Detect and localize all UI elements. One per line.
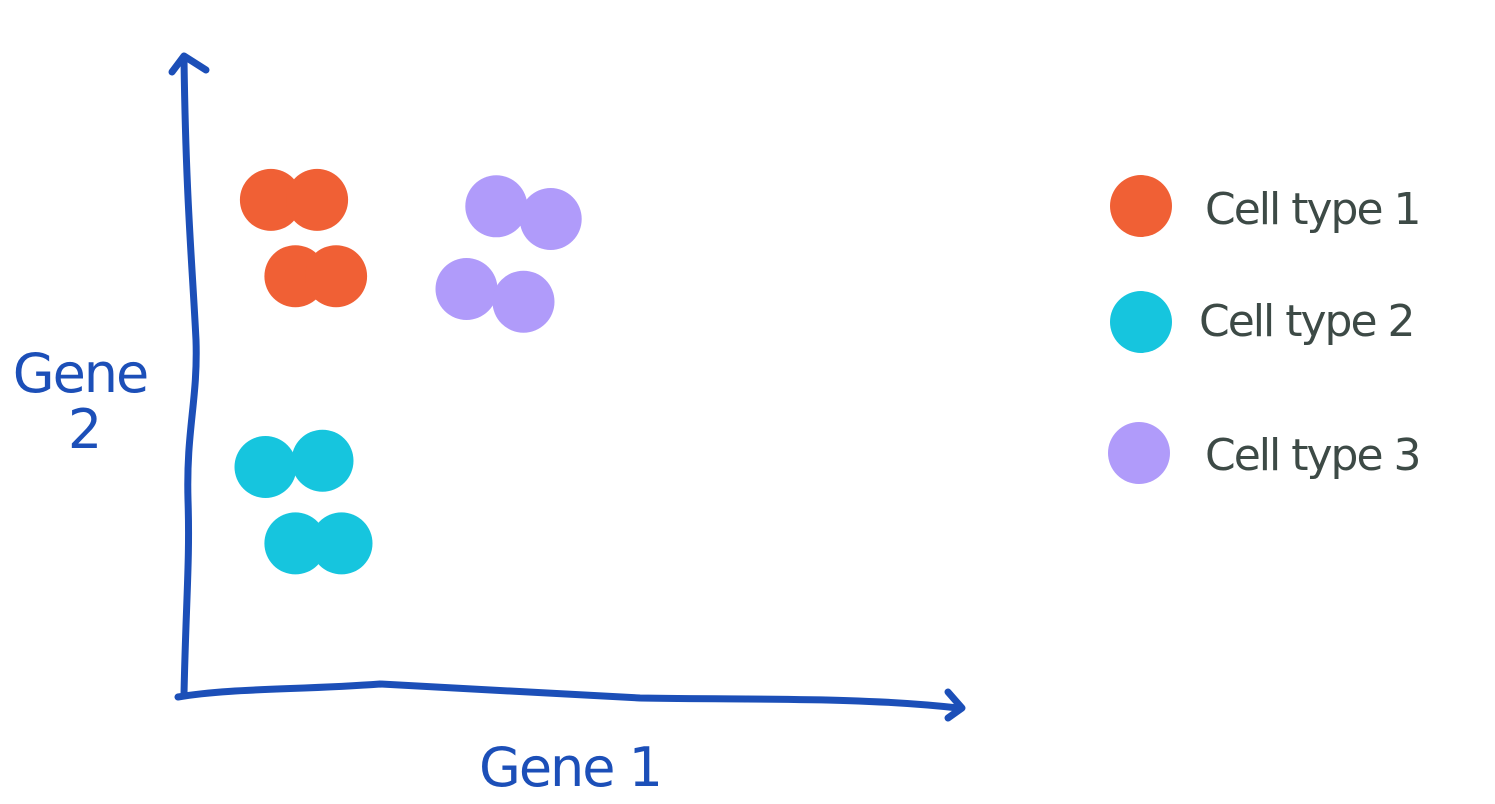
legend-marker-3 [1108,422,1170,484]
point-series-2-2 [291,429,354,492]
point-series-1-2 [286,168,349,231]
point-series-2-4 [310,512,373,575]
axes [168,52,966,722]
point-series-1-4 [305,245,368,308]
legend-label-1: Cell type 1 [1205,184,1420,235]
x-axis-line [174,680,962,712]
x-axis-label: Gene 1 [479,736,661,799]
point-series-3-3 [435,258,498,320]
legend: Cell type 1 Cell type 2 Cell type 3 [1108,175,1422,484]
y-axis-line [180,56,200,698]
point-series-2-3 [264,512,327,575]
y-axis-label-line-2: 2 [68,398,100,461]
legend-marker-2 [1110,291,1172,353]
legend-label-3: Cell type 3 [1205,430,1420,481]
legend-marker-1 [1110,175,1172,237]
legend-item-1: Cell type 1 [1110,175,1422,237]
point-series-3-1 [465,175,528,238]
y-axis-arrowhead [168,52,210,76]
x-axis-arrowhead [944,688,966,722]
y-axis-label-line-1: Gene [13,342,148,405]
point-series-1-1 [239,168,302,231]
point-series-3-2 [519,188,582,250]
data-points [234,168,582,575]
legend-item-3: Cell type 3 [1108,422,1422,484]
point-series-3-4 [492,270,555,333]
point-series-2-1 [234,436,297,498]
legend-item-2: Cell type 2 [1110,291,1416,353]
legend-label-2: Cell type 2 [1199,296,1414,347]
